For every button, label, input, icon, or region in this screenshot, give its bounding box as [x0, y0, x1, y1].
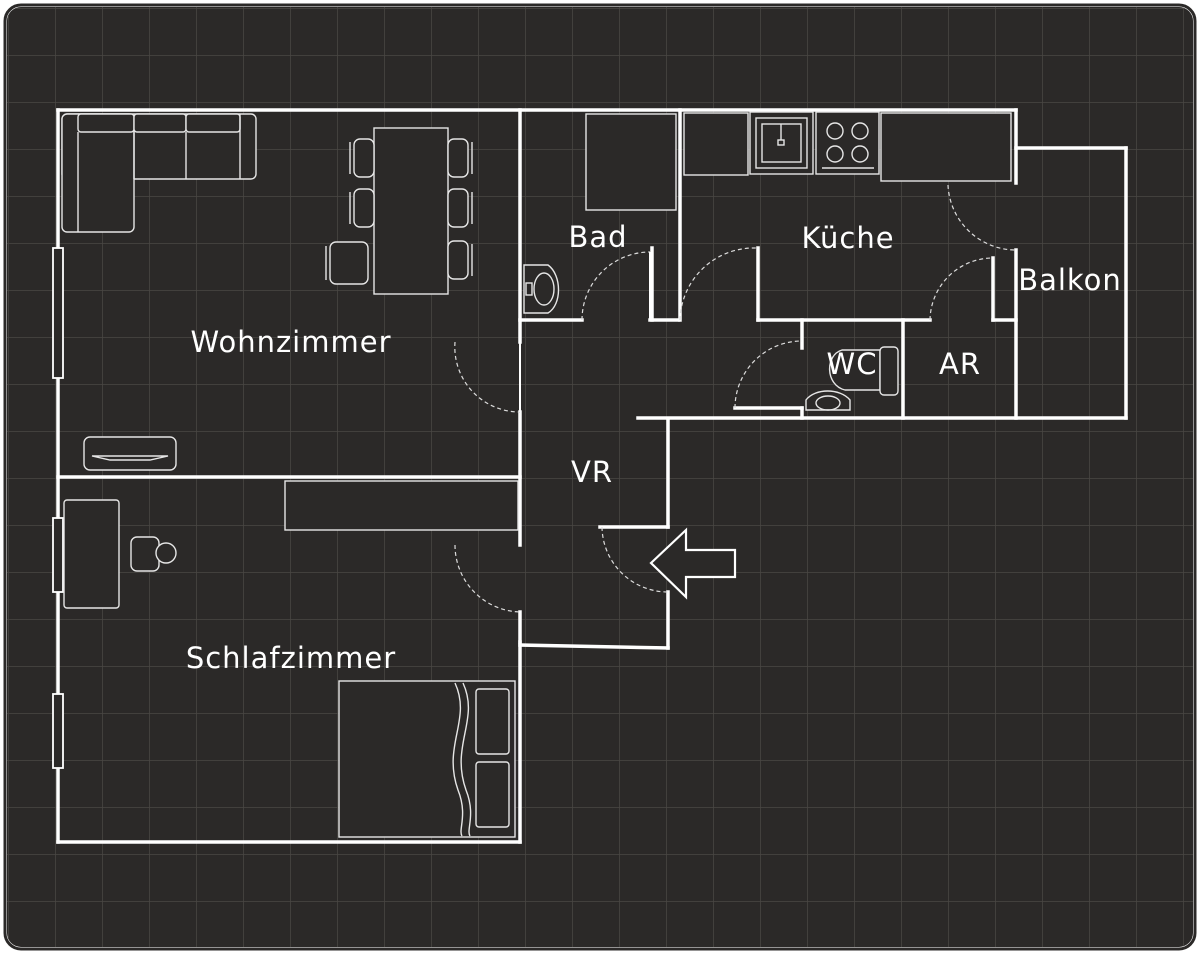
door-swing-icon [601, 526, 669, 593]
window-icon [52, 247, 64, 379]
walls [56, 108, 1128, 844]
door-swings [454, 184, 1017, 613]
office-chair-icon [130, 536, 177, 572]
sofa-icon [61, 113, 257, 233]
door-swing-icon [679, 247, 757, 321]
dining-table-icon [373, 127, 449, 295]
windows [52, 247, 64, 769]
desk-icon [63, 499, 120, 609]
room-label-balkon: Balkon [1018, 263, 1122, 297]
chair-icon [447, 240, 473, 280]
wardrobe-icon [284, 480, 519, 531]
washbasin-icon [805, 390, 851, 411]
window-icon [52, 517, 64, 593]
pillow-icon [475, 761, 510, 828]
door-swing-icon [581, 251, 651, 321]
pillow-icon [475, 688, 510, 755]
chair-icon [349, 188, 375, 228]
chairs [325, 138, 473, 285]
room-label-schlafzimmer: Schlafzimmer [186, 641, 396, 675]
room-label-vr: VR [571, 455, 613, 489]
room-label-bad: Bad [568, 220, 627, 254]
door-swing-icon [947, 184, 1017, 251]
chair-icon [349, 138, 375, 178]
chair-icon [325, 241, 369, 285]
bed-icon [338, 680, 516, 838]
chair-icon [447, 188, 473, 228]
entrance-arrow-icon [649, 527, 737, 600]
chair-icon [447, 138, 473, 178]
door-swing-icon [929, 257, 994, 321]
door-swing-icon [734, 340, 803, 409]
room-label-ar: AR [939, 347, 981, 381]
room-label-wc: WC [827, 347, 878, 381]
plan-border [3, 3, 1197, 951]
room-label-kueche: Küche [801, 221, 894, 255]
window-icon [52, 693, 64, 769]
toilet-icon [828, 346, 899, 396]
tv-stand-icon [83, 436, 177, 471]
bathtub-icon [585, 113, 677, 211]
door-swing-icon [454, 544, 521, 613]
room-label-wohnzimmer: Wohnzimmer [190, 325, 391, 359]
room-labels: Wohnzimmer Bad Küche Balkon WC AR VR Sch… [186, 220, 1122, 675]
kitchen-counter [683, 112, 1012, 182]
stove-icon [815, 111, 880, 175]
sink-icon [749, 111, 814, 175]
washbasin-icon [523, 264, 560, 314]
door-swing-icon [454, 341, 521, 413]
